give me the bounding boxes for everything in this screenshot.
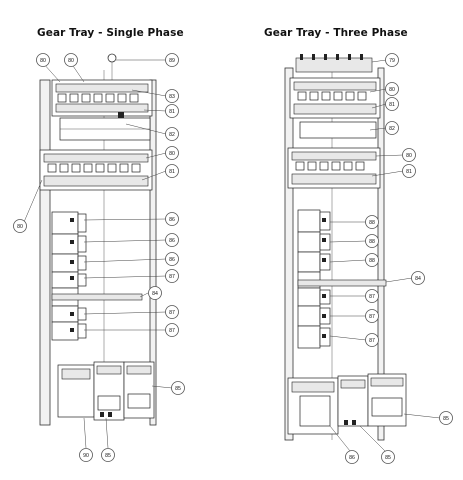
left-callout-11: 86	[165, 233, 179, 247]
right-callout-6: 81	[402, 164, 416, 178]
right-callout-16: 85	[381, 450, 395, 464]
callout-label: 87	[169, 274, 175, 280]
callout-label: 80	[389, 87, 395, 93]
middle-contactor-block	[39, 149, 153, 191]
callout-label: 88	[369, 220, 375, 226]
top-terminal-strip	[295, 54, 373, 73]
right-callout-8: 88	[365, 234, 379, 248]
breaker-stack	[51, 211, 143, 341]
callout-label: 90	[83, 453, 89, 459]
callout-label: 85	[443, 416, 449, 422]
left-callout-5: 81	[165, 104, 179, 118]
right-callout-3: 81	[385, 97, 399, 111]
left-callout-9: 80	[13, 219, 27, 233]
callout-label: 84	[415, 276, 421, 282]
right-callout-11: 87	[365, 289, 379, 303]
title-single-phase: Gear Tray - Single Phase	[37, 27, 184, 39]
left-side-rail	[149, 79, 157, 426]
right-callout-9: 88	[365, 253, 379, 267]
callout-label: 80	[17, 224, 23, 230]
right-side-rail	[377, 67, 385, 441]
callout-label: 84	[152, 291, 158, 297]
left-callout-13: 87	[165, 269, 179, 283]
left-callout-15: 87	[165, 305, 179, 319]
callout-label: 81	[389, 102, 395, 108]
right-callout-14: 85	[439, 411, 453, 425]
callout-label: 82	[389, 126, 395, 132]
left-din-rail	[39, 79, 51, 426]
right-din-rail	[284, 67, 294, 441]
left-callout-16: 87	[165, 323, 179, 337]
left-callout-12: 86	[165, 252, 179, 266]
left-callout-19: 85	[101, 448, 115, 462]
callout-label: 82	[169, 132, 175, 138]
right-callout-15: 86	[345, 450, 359, 464]
bottom-contactors	[57, 361, 155, 421]
callout-label: 85	[105, 453, 111, 459]
callout-label: 79	[389, 58, 395, 64]
three-phase-tray: 79 80 81 82 80 81 88 88 88 84 87 87 87 8…	[284, 53, 453, 464]
callout-label: 80	[406, 153, 412, 159]
right-callout-5: 80	[402, 148, 416, 162]
right-callout-7: 88	[365, 215, 379, 229]
right-callout-12: 87	[365, 309, 379, 323]
callout-label: 86	[169, 238, 175, 244]
bottom-contactors	[287, 373, 407, 435]
callout-label: 81	[406, 169, 412, 175]
upper-contactor-block	[51, 79, 153, 141]
title-three-phase: Gear Tray - Three Phase	[264, 27, 408, 39]
right-callout-1: 79	[385, 53, 399, 67]
callout-label: 89	[169, 58, 175, 64]
callout-label: 85	[385, 455, 391, 461]
left-callout-6: 82	[165, 127, 179, 141]
left-callout-8: 81	[165, 164, 179, 178]
callout-label: 81	[169, 109, 175, 115]
single-phase-tray: 80 80 89 83 81 82 80 81 80 86 86 86 87 8…	[13, 53, 185, 462]
callout-label: 87	[169, 328, 175, 334]
left-callout-2: 80	[64, 53, 78, 67]
callout-label: 81	[169, 169, 175, 175]
middle-contactor-block	[287, 147, 381, 189]
left-callout-4: 83	[165, 89, 179, 103]
left-callout-17: 85	[171, 381, 185, 395]
right-callout-4: 82	[385, 121, 399, 135]
callout-label: 87	[169, 310, 175, 316]
callout-label: 87	[369, 294, 375, 300]
left-callout-10: 86	[165, 212, 179, 226]
right-callout-2: 80	[385, 82, 399, 96]
callout-label: 80	[169, 151, 175, 157]
left-callout-3: 89	[165, 53, 179, 67]
left-callout-1: 80	[36, 53, 50, 67]
callout-label: 87	[369, 338, 375, 344]
callout-label: 80	[68, 58, 74, 64]
callout-label: 88	[369, 258, 375, 264]
callout-label: 86	[169, 257, 175, 263]
left-callout-18: 90	[79, 448, 93, 462]
callout-label: 88	[369, 239, 375, 245]
left-callout-7: 80	[165, 146, 179, 160]
callout-label: 86	[349, 455, 355, 461]
callout-label: 87	[369, 314, 375, 320]
callout-label: 80	[40, 58, 46, 64]
left-callout-14: 84	[148, 286, 162, 300]
callout-label: 85	[175, 386, 181, 392]
right-callout-13: 87	[365, 333, 379, 347]
upper-contactor-block	[289, 77, 381, 139]
right-callout-10: 84	[411, 271, 425, 285]
breaker-stack	[297, 209, 387, 349]
callout-label: 83	[169, 94, 175, 100]
callout-label: 86	[169, 217, 175, 223]
